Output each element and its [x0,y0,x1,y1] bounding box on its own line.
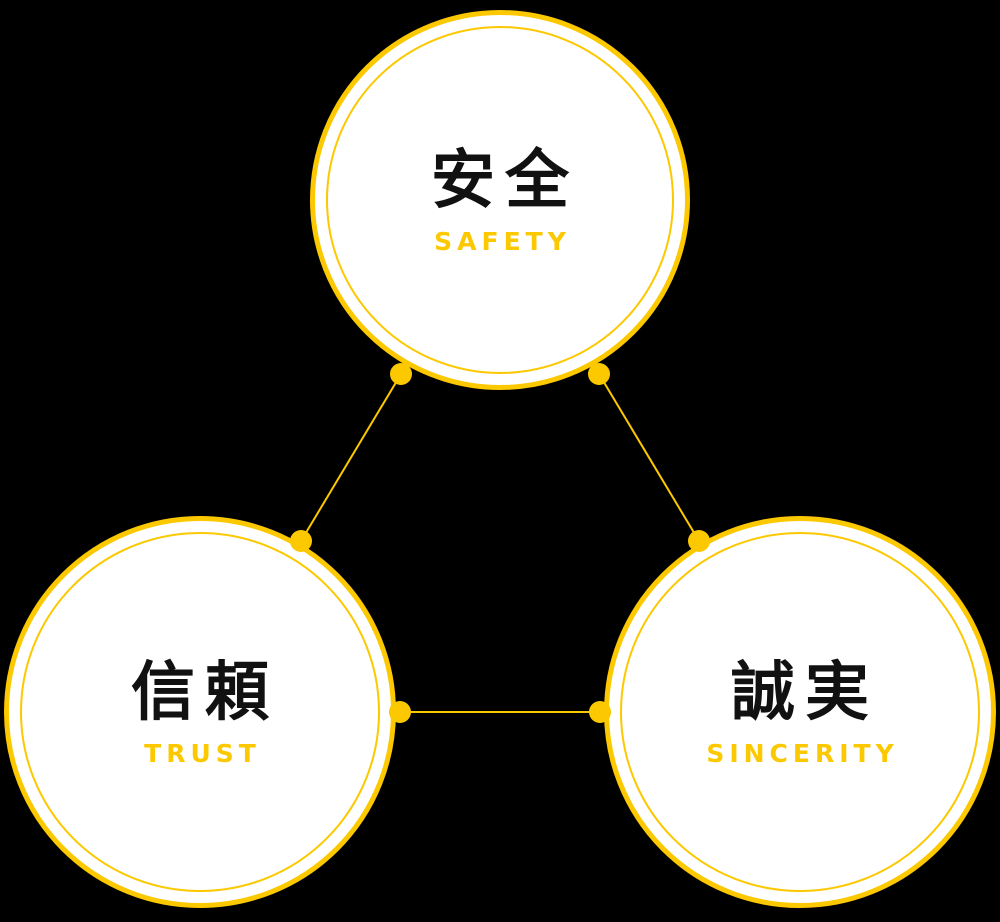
value-kanji-sincerity: 誠実 [731,656,879,731]
value-kanji-trust: 信頼 [131,656,279,731]
value-english-safety: SAFETY [434,226,571,256]
connector-safety-sincerity [598,373,700,542]
value-english-sincerity: SINCERITY [706,738,899,768]
value-kanji-safety: 安全 [431,144,579,219]
value-english-trust: TRUST [144,738,261,768]
value-circle-sincerity: 誠実 SINCERITY [604,516,996,908]
value-circle-trust: 信頼 TRUST [4,516,396,908]
value-circle-safety: 安全 SAFETY [310,10,690,390]
connector-safety-trust [300,373,402,542]
